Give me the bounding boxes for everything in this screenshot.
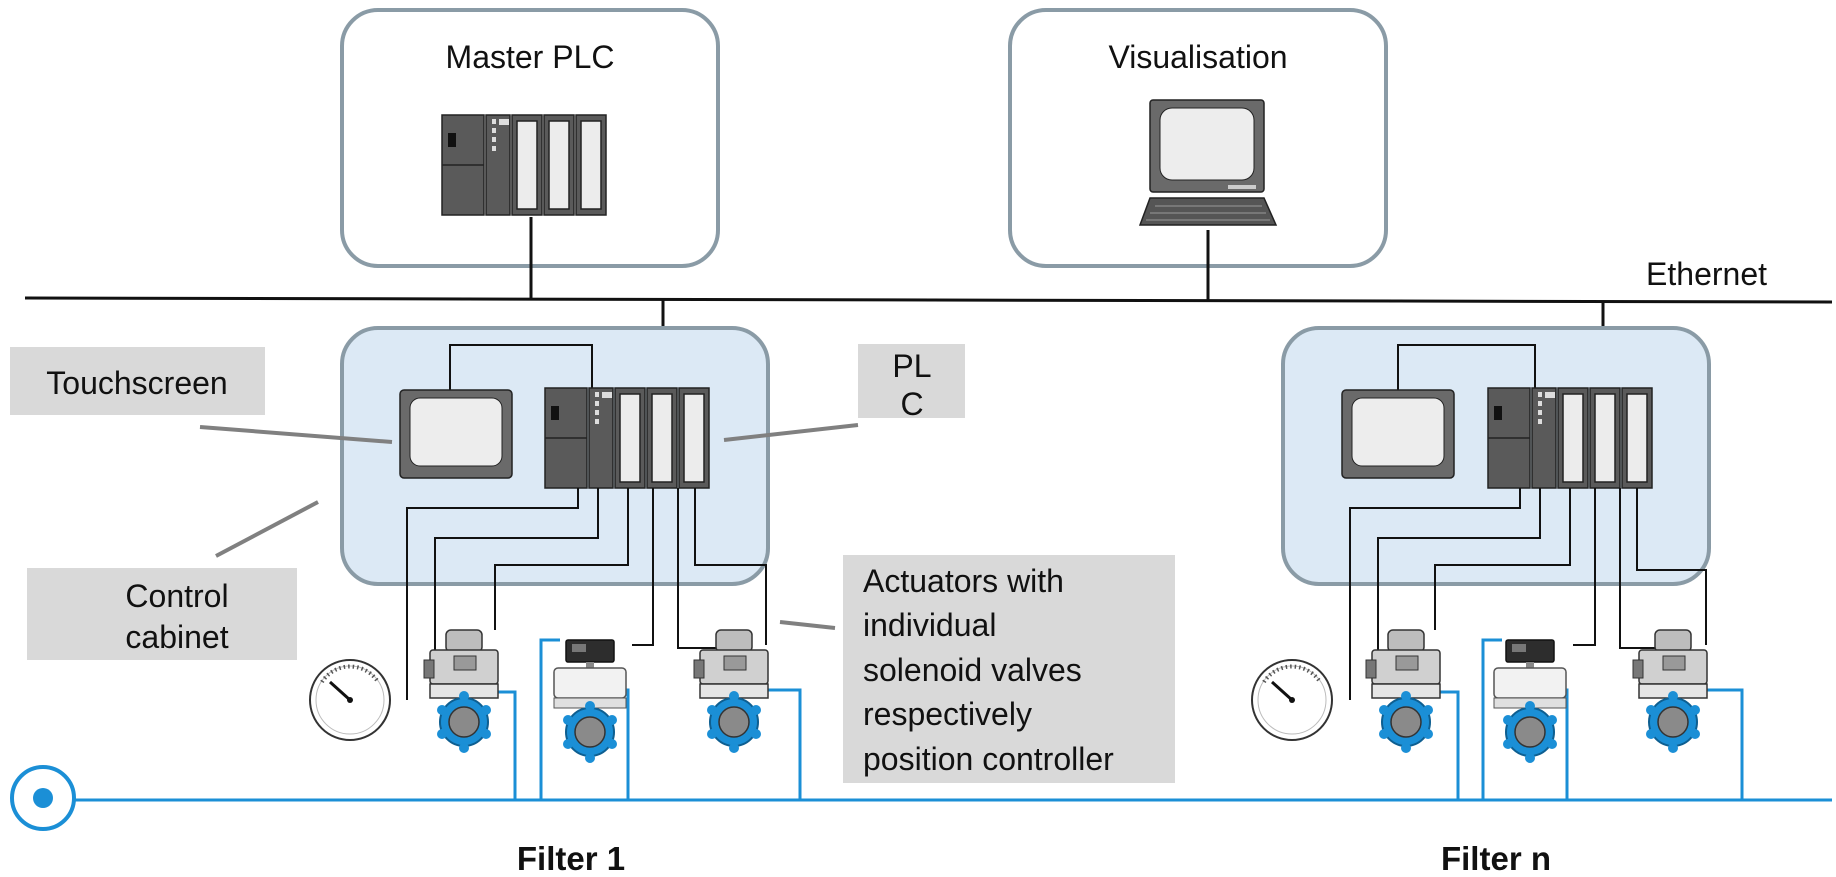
filter-1-label: Filter 1	[517, 840, 625, 877]
ethernet-bus: Ethernet	[24, 217, 1833, 388]
control-cabinet-label-line1: Control	[125, 578, 228, 614]
visualisation-node: Visualisation	[1008, 8, 1388, 268]
plc-callout: PL C	[723, 344, 965, 442]
touchscreen-callout: Touchscreen	[10, 347, 393, 444]
filter-n-label: Filter n	[1441, 840, 1551, 877]
actuators-label-line3: solenoid valves	[863, 652, 1082, 688]
pressure-gauge-icon	[308, 658, 392, 742]
plc-rack-icon	[544, 387, 710, 489]
plc-label-line2: C	[900, 386, 923, 422]
visualisation-label: Visualisation	[1108, 39, 1287, 75]
actuators-label-line1: Actuators with	[863, 563, 1064, 599]
plc-rack-icon	[1487, 387, 1653, 489]
actuators-label-line2: individual	[863, 607, 996, 643]
ethernet-label: Ethernet	[1646, 256, 1767, 292]
control-cabinet-label-line2: cabinet	[125, 619, 228, 655]
plc-label-line1: PL	[892, 348, 931, 384]
flow-source-icon	[10, 765, 76, 831]
actuators-callout: Actuators with individual solenoid valve…	[779, 555, 1175, 783]
pressure-gauge-icon	[1250, 658, 1334, 742]
touchscreen-icon	[1341, 389, 1455, 479]
touchscreen-label: Touchscreen	[46, 365, 227, 401]
actuators-label-line5: position controller	[863, 741, 1114, 777]
control-cabinet-filter-1	[340, 326, 770, 700]
position-controller-icon	[553, 639, 627, 764]
master-plc-node: Master PLC	[340, 8, 720, 268]
actuators-label-line4: respectively	[863, 696, 1032, 732]
position-controller-icon	[1493, 639, 1567, 764]
master-plc-label: Master PLC	[446, 39, 615, 75]
computer-monitor-icon	[1138, 99, 1278, 226]
control-cabinet-filter-n	[1281, 326, 1711, 700]
control-cabinet-callout: Control cabinet	[27, 500, 319, 660]
touchscreen-icon	[399, 389, 513, 479]
plc-rack-icon	[441, 114, 607, 216]
